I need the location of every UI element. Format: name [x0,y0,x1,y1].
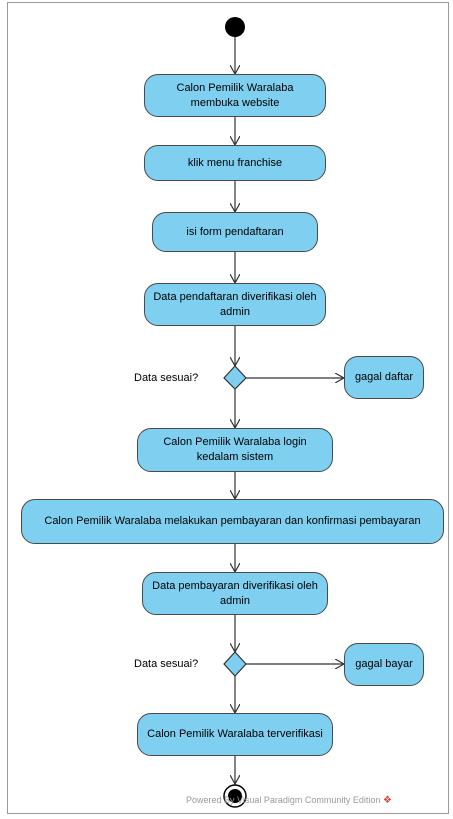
activity-fill-registration-form: isi form pendaftaran [152,212,318,252]
activity-payment-confirmation: Calon Pemilik Waralaba melakukan pembaya… [21,499,444,544]
powered-by-text: Powered By Visual Paradigm Community Edi… [186,795,381,805]
decision-node [223,365,247,390]
activity-registration-failed: gagal daftar [344,356,424,399]
decision-node [223,651,247,677]
decision-guard-label: Data sesuai? [134,658,199,670]
initial-node [225,17,245,37]
activity-login-system: Calon Pemilik Waralaba login kedalam sis… [137,428,333,472]
activity-admin-verifies-payment: Data pembayaran diverifikasi oleh admin [142,572,328,615]
final-node-core [228,789,242,803]
activity-click-franchise-menu: klik menu franchise [144,145,326,181]
visual-paradigm-logo-icon: ❖ [382,795,392,806]
activity-verified: Calon Pemilik Waralaba terverifikasi [137,713,333,756]
powered-by-watermark: Powered By Visual Paradigm Community Edi… [186,795,392,806]
activity-payment-failed: gagal bayar [344,643,424,686]
activity-open-website: Calon Pemilik Waralaba membuka website [144,74,326,117]
activity-admin-verifies-registration: Data pendaftaran diverifikasi oleh admin [144,283,326,326]
decision-guard-label: Data sesuai? [134,372,199,384]
